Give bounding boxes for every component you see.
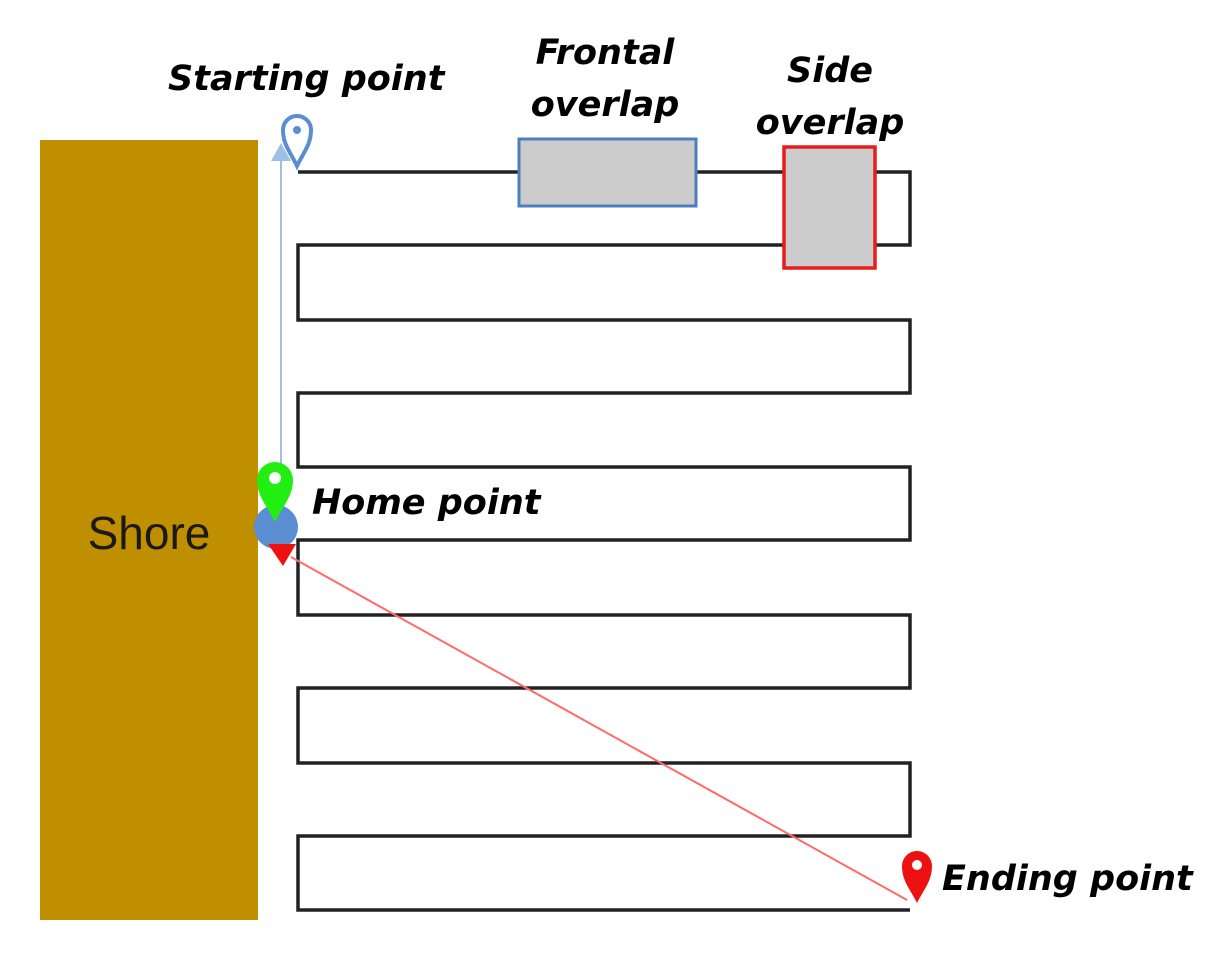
side-overlap-line-1: Side bbox=[787, 51, 873, 91]
location-pin-icon bbox=[902, 851, 932, 903]
return-leg-line bbox=[290, 556, 908, 901]
ending-point-label: Ending point bbox=[942, 859, 1193, 899]
frontal-overlap-line-1: Frontal bbox=[535, 33, 675, 73]
location-pin-icon bbox=[257, 462, 293, 522]
starting-point-label: Starting point bbox=[168, 59, 445, 99]
frontal-overlap-label: Frontal overlap bbox=[530, 27, 680, 131]
return-arrowhead bbox=[268, 544, 296, 566]
home-point-label: Home point bbox=[312, 483, 541, 523]
shore-area bbox=[40, 140, 258, 920]
side-overlap-line-2: overlap bbox=[755, 103, 905, 143]
start-arrowhead bbox=[271, 143, 291, 161]
side-overlap-box bbox=[782, 145, 877, 270]
location-pin-icon bbox=[280, 114, 314, 171]
flight-path bbox=[296, 170, 912, 912]
frontal-overlap-line-2: overlap bbox=[530, 85, 680, 125]
home-point-marker bbox=[254, 505, 298, 549]
shore-label: Shore bbox=[88, 507, 211, 559]
side-overlap-label: Side overlap bbox=[755, 45, 905, 149]
frontal-overlap-box bbox=[517, 137, 698, 208]
